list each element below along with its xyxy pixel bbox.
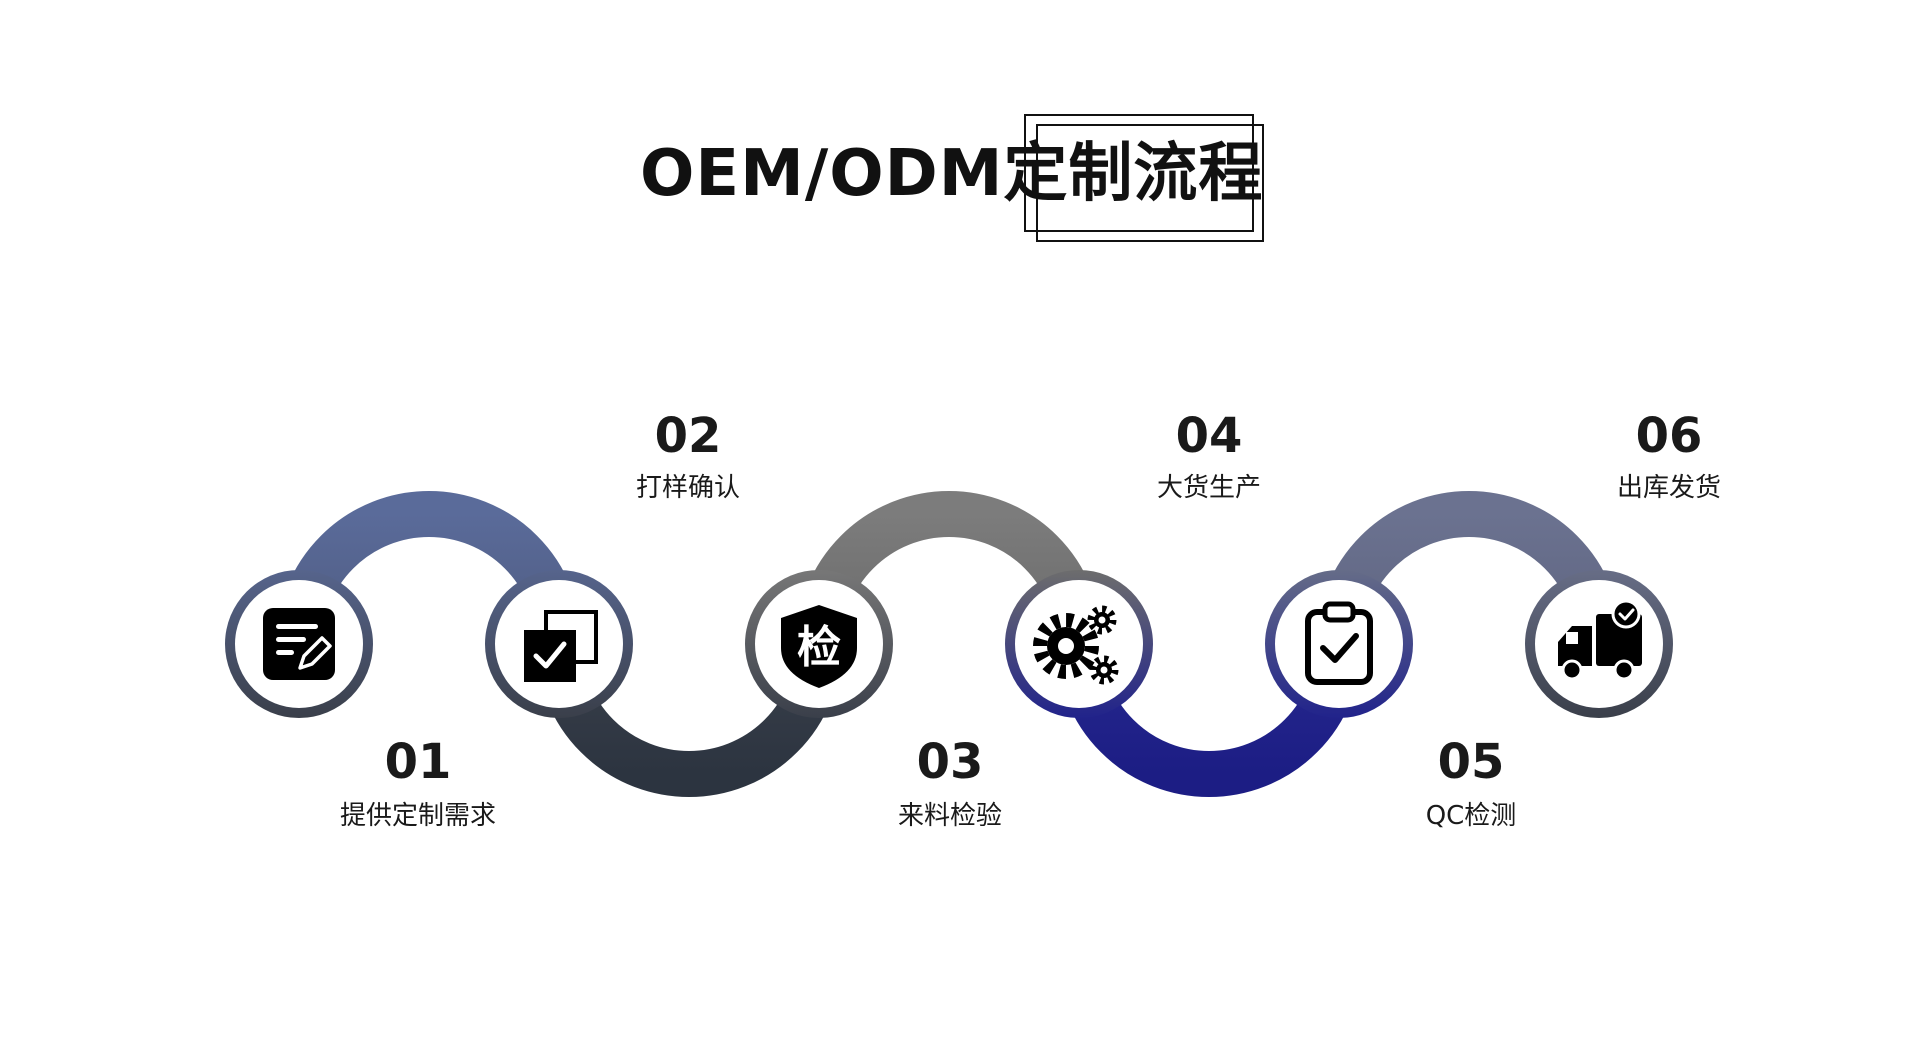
title-frame-front — [1024, 114, 1254, 232]
gears-icon — [1033, 605, 1119, 685]
step-2-number: 02 — [655, 408, 722, 464]
step-node-5 — [1265, 570, 1413, 718]
step-node-6 — [1525, 570, 1673, 718]
shield-inspect-icon: 检 — [781, 605, 857, 688]
step-2-label: 打样确认 — [636, 473, 740, 503]
step-4-label: 大货生产 — [1157, 473, 1261, 503]
shield-icon-char: 检 — [797, 622, 841, 673]
step-4-number: 04 — [1176, 408, 1243, 464]
step-1-number: 01 — [385, 734, 452, 790]
step-3-number: 03 — [917, 734, 984, 790]
step-1-label: 提供定制需求 — [340, 801, 496, 831]
step-node-2 — [485, 570, 633, 718]
step-5-number: 05 — [1438, 734, 1505, 790]
checked-boxes-icon — [524, 610, 598, 682]
edit-document-icon — [263, 608, 335, 680]
step-6-label: 出库发货 — [1617, 473, 1721, 503]
step-3-label: 来料检验 — [898, 801, 1002, 831]
step-node-3: 检 — [745, 570, 893, 718]
delivery-truck-icon — [1558, 599, 1642, 681]
step-6-number: 06 — [1636, 408, 1703, 464]
step-5-label: QC检测 — [1426, 801, 1517, 831]
step-node-1 — [225, 570, 373, 718]
page-title: OEM/ODM定制流程 — [640, 137, 1264, 211]
title-frame-back — [1036, 124, 1264, 242]
step-node-4 — [1005, 570, 1153, 718]
clipboard-check-icon — [1305, 601, 1373, 685]
